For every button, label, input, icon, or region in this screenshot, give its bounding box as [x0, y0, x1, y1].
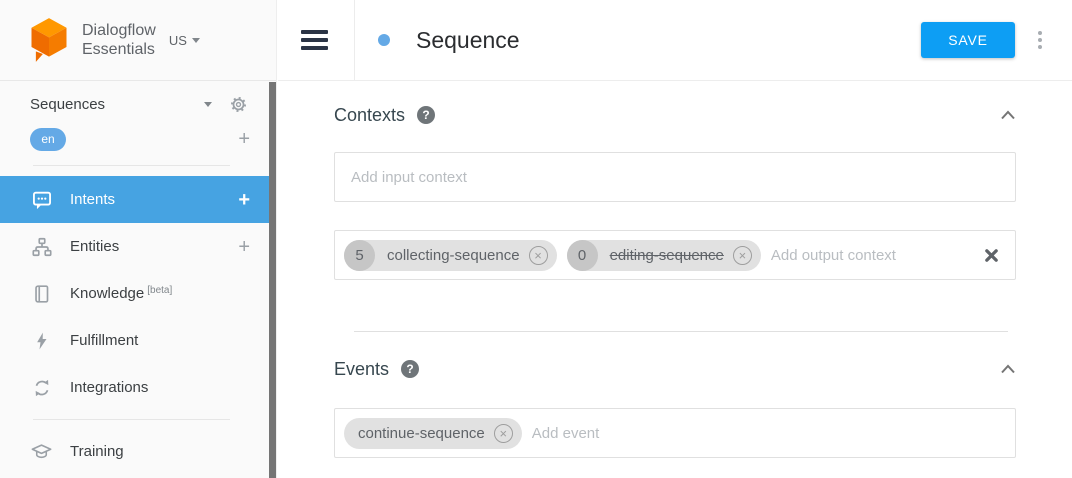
intent-header: Sequence SAVE: [278, 0, 1072, 81]
sidebar-item-intents[interactable]: Intents +: [0, 176, 276, 223]
agent-selector[interactable]: Sequences: [0, 87, 276, 121]
sitemap-icon: [30, 236, 53, 258]
close-icon: [985, 248, 998, 262]
graduation-cap-icon: [30, 441, 53, 463]
chevron-down-icon: [191, 37, 200, 43]
events-title: Events: [334, 358, 390, 379]
events-header: Events ?: [334, 356, 1016, 382]
sidebar-divider: [33, 419, 230, 420]
sidebar-divider: [33, 165, 230, 166]
lightning-icon: [30, 330, 53, 352]
contexts-header: Contexts ?: [334, 102, 1016, 128]
brand-line1: Dialogflow: [82, 22, 156, 39]
context-lifespan-badge[interactable]: 0: [566, 239, 598, 271]
language-row: en +: [0, 123, 276, 155]
output-context-chip[interactable]: 0 editing-sequence ×: [566, 239, 761, 271]
sidebar-item-label: Knowledge[beta]: [70, 285, 172, 302]
sidebar-item-fulfillment[interactable]: Fulfillment: [0, 317, 276, 364]
sidebar-item-label: Entities: [70, 238, 120, 255]
section-divider: [354, 331, 1008, 332]
chat-bubble-icon: [30, 189, 53, 211]
output-context-chip[interactable]: 5 collecting-sequence ×: [344, 239, 557, 271]
sidebar-nav: Intents + Entities +: [0, 176, 276, 475]
gear-icon: [230, 96, 247, 112]
sidebar-item-knowledge[interactable]: Knowledge[beta]: [0, 270, 276, 317]
beta-badge: [beta]: [147, 285, 173, 296]
book-icon: [30, 283, 53, 305]
input-context-input[interactable]: [351, 168, 999, 186]
help-icon[interactable]: ?: [417, 106, 436, 124]
output-context-field[interactable]: 5 collecting-sequence × 0 editing-sequen…: [334, 230, 1016, 280]
remove-context-icon[interactable]: ×: [528, 245, 548, 265]
page-title: Sequence: [416, 26, 520, 53]
header-divider: [354, 0, 355, 80]
event-name: continue-sequence: [358, 424, 485, 442]
dialogflow-logo-icon: [31, 18, 67, 62]
sidebar-item-label: Training: [70, 443, 124, 460]
event-input[interactable]: [531, 424, 999, 442]
save-button[interactable]: SAVE: [921, 22, 1015, 58]
contexts-section: Contexts ? 5 collecting-sequence ×: [278, 102, 1072, 458]
agent-name: Sequences: [30, 95, 106, 113]
chevron-up-icon: [1001, 364, 1015, 374]
event-chip[interactable]: continue-sequence ×: [344, 417, 522, 449]
add-language-button[interactable]: +: [238, 128, 250, 150]
sidebar-item-entities[interactable]: Entities +: [0, 223, 276, 270]
contexts-title: Contexts: [334, 104, 406, 125]
intent-editor: Contexts ? 5 collecting-sequence ×: [278, 81, 1072, 478]
brand-line2: Essentials: [82, 41, 155, 58]
collapse-contexts-button[interactable]: [1000, 109, 1016, 121]
events-field[interactable]: continue-sequence ×: [334, 408, 1016, 458]
chevron-down-icon: [204, 101, 212, 107]
chevron-up-icon: [1001, 110, 1015, 120]
sidebar-item-integrations[interactable]: Integrations: [0, 364, 276, 411]
input-context-field[interactable]: [334, 152, 1016, 202]
sidebar-scrollbar[interactable]: [269, 82, 276, 478]
remove-event-icon[interactable]: ×: [493, 423, 513, 443]
remove-context-icon[interactable]: ×: [732, 245, 752, 265]
region-selector[interactable]: US: [169, 33, 200, 48]
intent-status-dot: [378, 34, 390, 46]
context-name: editing-sequence: [609, 246, 724, 264]
clear-contexts-button[interactable]: [984, 248, 999, 263]
region-label: US: [168, 32, 187, 48]
sidebar-item-training[interactable]: Training: [0, 428, 276, 475]
sidebar: Dialogflow Essentials US Sequences en +: [0, 0, 277, 478]
sidebar-item-label: Intents: [70, 191, 116, 208]
add-entity-button[interactable]: +: [238, 235, 250, 258]
language-chip-en[interactable]: en: [30, 127, 66, 151]
brand-header: Dialogflow Essentials US: [0, 0, 276, 81]
help-icon[interactable]: ?: [401, 360, 420, 378]
sync-icon: [30, 377, 53, 399]
agent-settings-button[interactable]: [229, 95, 248, 114]
brand-name: Dialogflow Essentials: [82, 21, 156, 59]
context-lifespan-badge[interactable]: 5: [344, 239, 375, 271]
context-name: collecting-sequence: [387, 246, 520, 264]
knowledge-label: Knowledge: [70, 285, 145, 302]
sidebar-item-label: Integrations: [70, 379, 149, 396]
output-context-input[interactable]: [770, 246, 984, 264]
collapse-events-button[interactable]: [1000, 363, 1016, 375]
sidebar-item-label: Fulfillment: [70, 332, 139, 349]
add-intent-button[interactable]: +: [238, 188, 250, 211]
menu-icon[interactable]: [301, 30, 328, 50]
more-options-icon[interactable]: [1038, 31, 1042, 49]
